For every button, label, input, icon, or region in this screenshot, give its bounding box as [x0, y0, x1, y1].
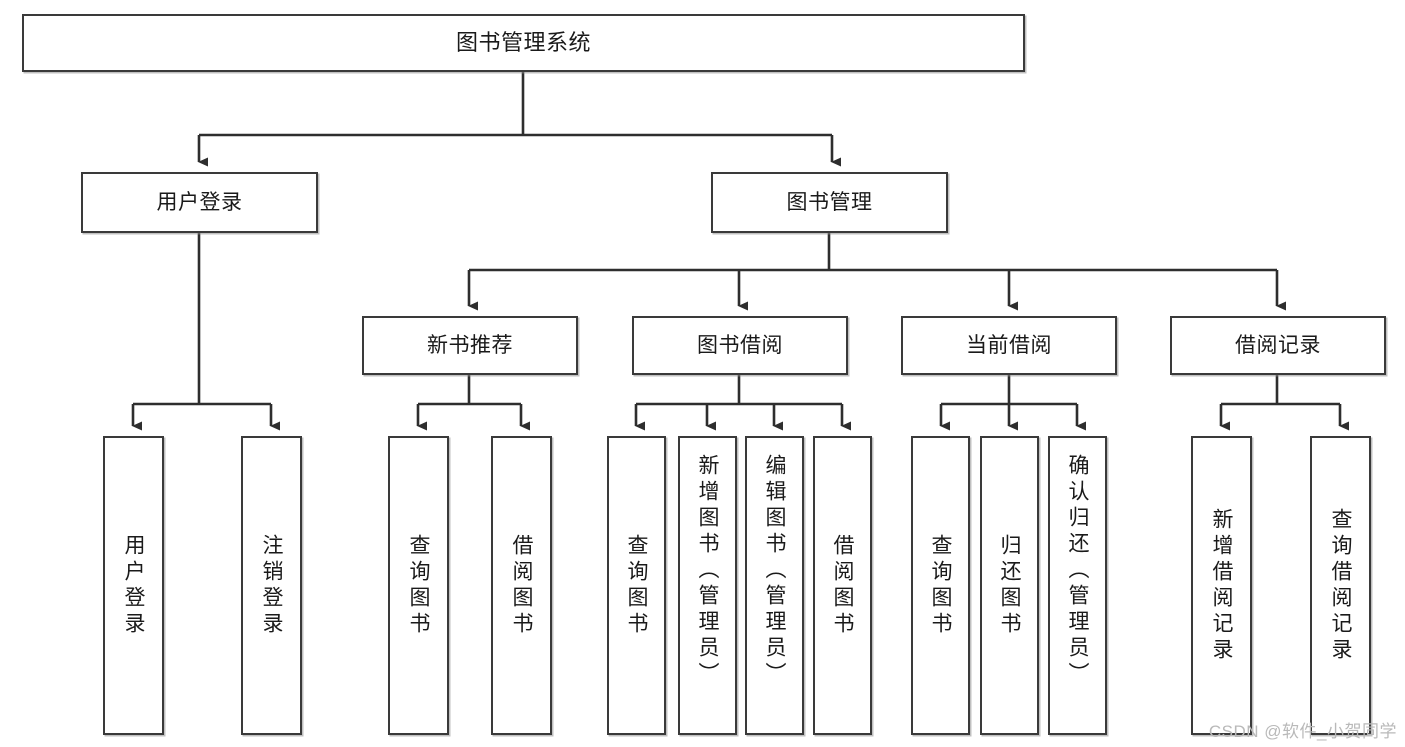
node-book-borrow[interactable]: 图书借阅 [632, 316, 848, 375]
node-label: 借阅图书 [510, 533, 533, 638]
node-leaf-borrow-book-recommend[interactable]: 借阅图书 [491, 436, 552, 735]
node-label: 查询图书 [625, 533, 648, 638]
node-label: 查询图书 [929, 533, 952, 638]
node-book-management[interactable]: 图书管理 [711, 172, 948, 233]
node-label: 用户登录 [156, 190, 243, 214]
node-user-login[interactable]: 用户登录 [81, 172, 318, 233]
node-leaf-query-book-borrow[interactable]: 查询图书 [607, 436, 666, 735]
node-leaf-query-borrow-record[interactable]: 查询借阅记录 [1310, 436, 1371, 735]
node-current-borrow[interactable]: 当前借阅 [901, 316, 1117, 375]
node-leaf-add-borrow-record[interactable]: 新增借阅记录 [1191, 436, 1252, 735]
node-leaf-edit-book-admin[interactable]: 编辑图书（管理员） [745, 436, 804, 735]
node-label: 确认归还（管理员） [1066, 454, 1089, 688]
node-new-book-recommend[interactable]: 新书推荐 [362, 316, 578, 375]
node-leaf-confirm-return-admin[interactable]: 确认归还（管理员） [1048, 436, 1107, 735]
node-leaf-logout[interactable]: 注销登录 [241, 436, 302, 735]
node-leaf-return-book[interactable]: 归还图书 [980, 436, 1039, 735]
node-leaf-query-book-recommend[interactable]: 查询图书 [388, 436, 449, 735]
node-label: 归还图书 [998, 533, 1021, 638]
node-label: 新书推荐 [427, 333, 513, 357]
node-leaf-add-book-admin[interactable]: 新增图书（管理员） [678, 436, 737, 735]
node-label: 用户登录 [122, 533, 145, 638]
node-label: 新增借阅记录 [1210, 507, 1233, 664]
node-root-book-management-system[interactable]: 图书管理系统 [22, 14, 1025, 72]
node-label: 借阅记录 [1235, 333, 1321, 357]
node-label: 图书管理 [786, 190, 873, 214]
node-label: 借阅图书 [831, 533, 854, 638]
node-leaf-query-book-current[interactable]: 查询图书 [911, 436, 970, 735]
node-label: 编辑图书（管理员） [763, 454, 786, 688]
node-label: 注销登录 [260, 533, 283, 638]
node-label: 当前借阅 [966, 333, 1052, 357]
node-label: 查询借阅记录 [1329, 507, 1352, 664]
node-leaf-borrow-book[interactable]: 借阅图书 [813, 436, 872, 735]
watermark-text: CSDN @软件_小贺同学 [1208, 722, 1397, 741]
node-borrow-record[interactable]: 借阅记录 [1170, 316, 1386, 375]
node-label: 图书管理系统 [455, 29, 591, 55]
node-label: 图书借阅 [697, 333, 783, 357]
node-label: 查询图书 [407, 533, 430, 638]
node-leaf-user-login[interactable]: 用户登录 [103, 436, 164, 735]
node-label: 新增图书（管理员） [696, 454, 719, 688]
